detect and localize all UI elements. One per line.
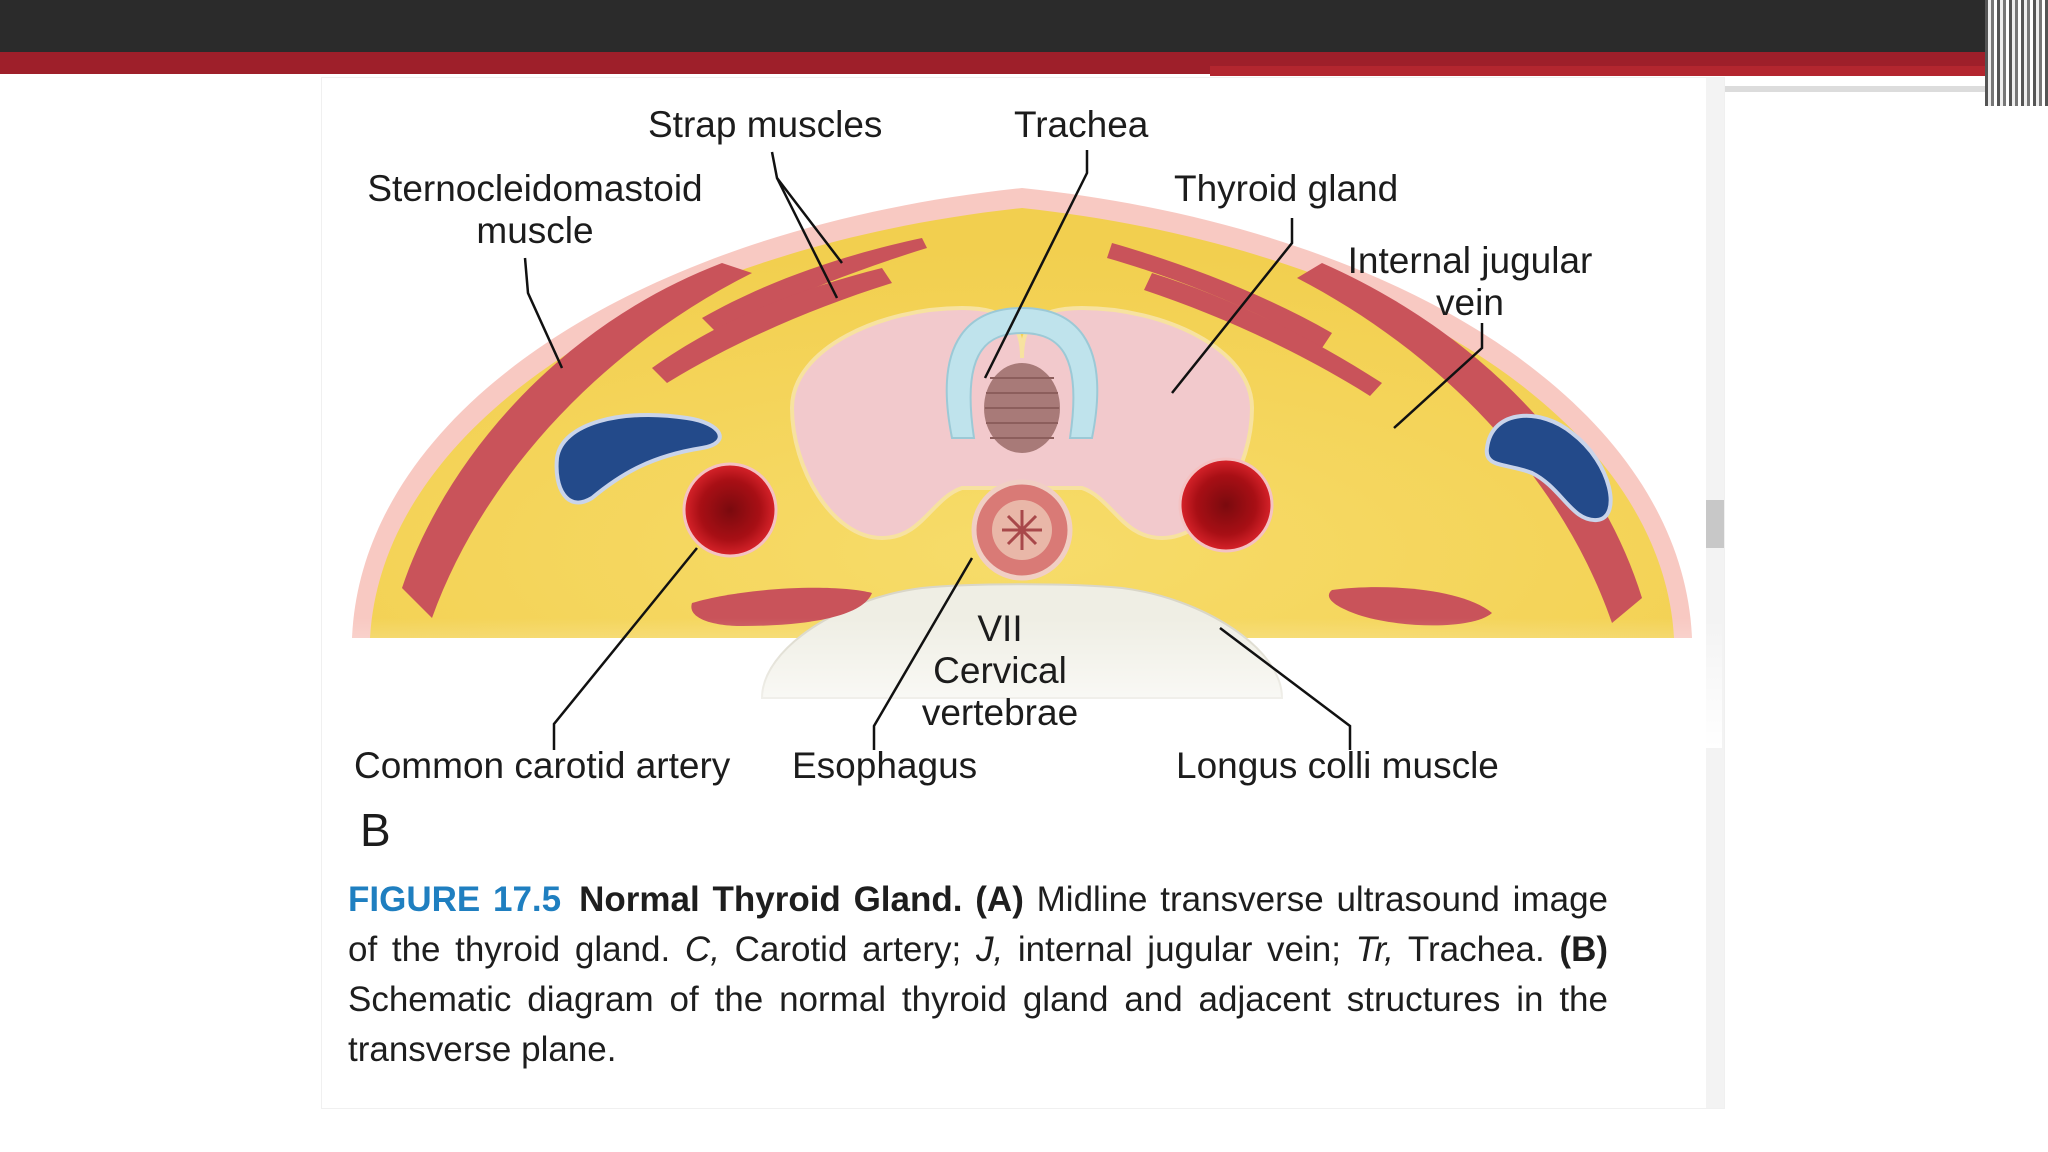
- thyroid-cross-section-diagram: [322, 150, 1722, 750]
- abbr-tr-text: Trachea.: [1407, 930, 1545, 969]
- label-common-carotid-artery: Common carotid artery: [354, 745, 731, 786]
- abbr-j: J,: [975, 930, 1004, 969]
- panel-label: B: [360, 804, 391, 856]
- sternocleidomastoid-left: [402, 263, 752, 618]
- part-a-text: Midline transverse ultrasound image of t…: [348, 880, 1608, 969]
- part-b-label: (B): [1559, 930, 1609, 969]
- common-carotid-artery-right: [1178, 457, 1274, 553]
- internal-jugular-vein-left: [554, 413, 722, 505]
- title-bar: [0, 0, 2048, 52]
- label-ijv-line1: Internal jugular: [1347, 240, 1593, 281]
- window-edge-decoration: [1985, 0, 2048, 106]
- part-b-text: Schematic diagram of the normal thyroid …: [348, 980, 1608, 1069]
- label-internal-jugular-vein: Internal jugular vein: [1330, 240, 1610, 324]
- strap-muscle-left-2: [652, 268, 892, 383]
- label-longus-colli: Longus colli muscle: [1176, 745, 1499, 786]
- strap-muscle-right-2: [1144, 273, 1382, 396]
- label-thyroid-gland: Thyroid gland: [1174, 168, 1399, 209]
- figure-caption: FIGURE 17.5 Normal Thyroid Gland. (A) Mid…: [348, 875, 1608, 1075]
- abbr-c: C,: [684, 930, 720, 969]
- label-vert-line1: VII: [977, 608, 1023, 649]
- leader-carotid: [552, 547, 698, 750]
- trachea-cartilage: [945, 306, 1099, 439]
- label-trachea: Trachea: [1014, 104, 1149, 145]
- abbr-c-text: Carotid artery;: [734, 930, 962, 969]
- label-scm-line1: Sternocleidomastoid: [367, 168, 703, 209]
- part-a-label: (A): [975, 880, 1024, 919]
- abbr-j-text: internal jugular vein;: [1017, 930, 1341, 969]
- label-vertebrae: VII Cervical vertebrae: [890, 608, 1110, 734]
- label-vert-line3: vertebrae: [921, 692, 1079, 733]
- figure-number: FIGURE 17.5: [348, 880, 562, 919]
- leader-thyroid: [1171, 218, 1294, 394]
- scrollbar-thumb[interactable]: [1706, 500, 1724, 548]
- label-ijv-line2: vein: [1436, 282, 1504, 323]
- accent-line: [1725, 80, 1895, 85]
- label-sternocleidomastoid: Sternocleidomastoid muscle: [350, 168, 720, 252]
- accent-shadow: [1725, 86, 2025, 92]
- abbr-tr: Tr,: [1355, 930, 1394, 969]
- leader-longus: [1219, 627, 1352, 750]
- leader-ijv: [1393, 323, 1484, 429]
- internal-jugular-vein-right: [1484, 413, 1613, 523]
- longus-colli-right: [1328, 587, 1492, 626]
- leader-trachea: [983, 150, 1089, 379]
- leader-esophagus: [872, 557, 974, 750]
- scrollbar-track[interactable]: [1706, 78, 1724, 1108]
- label-strap-muscles: Strap muscles: [648, 104, 883, 145]
- accent-bar-secondary: [1210, 66, 2010, 76]
- label-vert-line2: Cervical: [933, 650, 1067, 691]
- leader-scm: [523, 257, 564, 369]
- label-scm-line2: muscle: [476, 210, 594, 251]
- sternocleidomastoid-right: [1297, 263, 1642, 623]
- strap-muscle-right-1: [1107, 243, 1332, 348]
- common-carotid-artery-left: [682, 462, 778, 558]
- label-esophagus: Esophagus: [792, 745, 978, 786]
- longus-colli-left: [691, 587, 872, 626]
- figure-title: Normal Thyroid Gland.: [579, 880, 963, 919]
